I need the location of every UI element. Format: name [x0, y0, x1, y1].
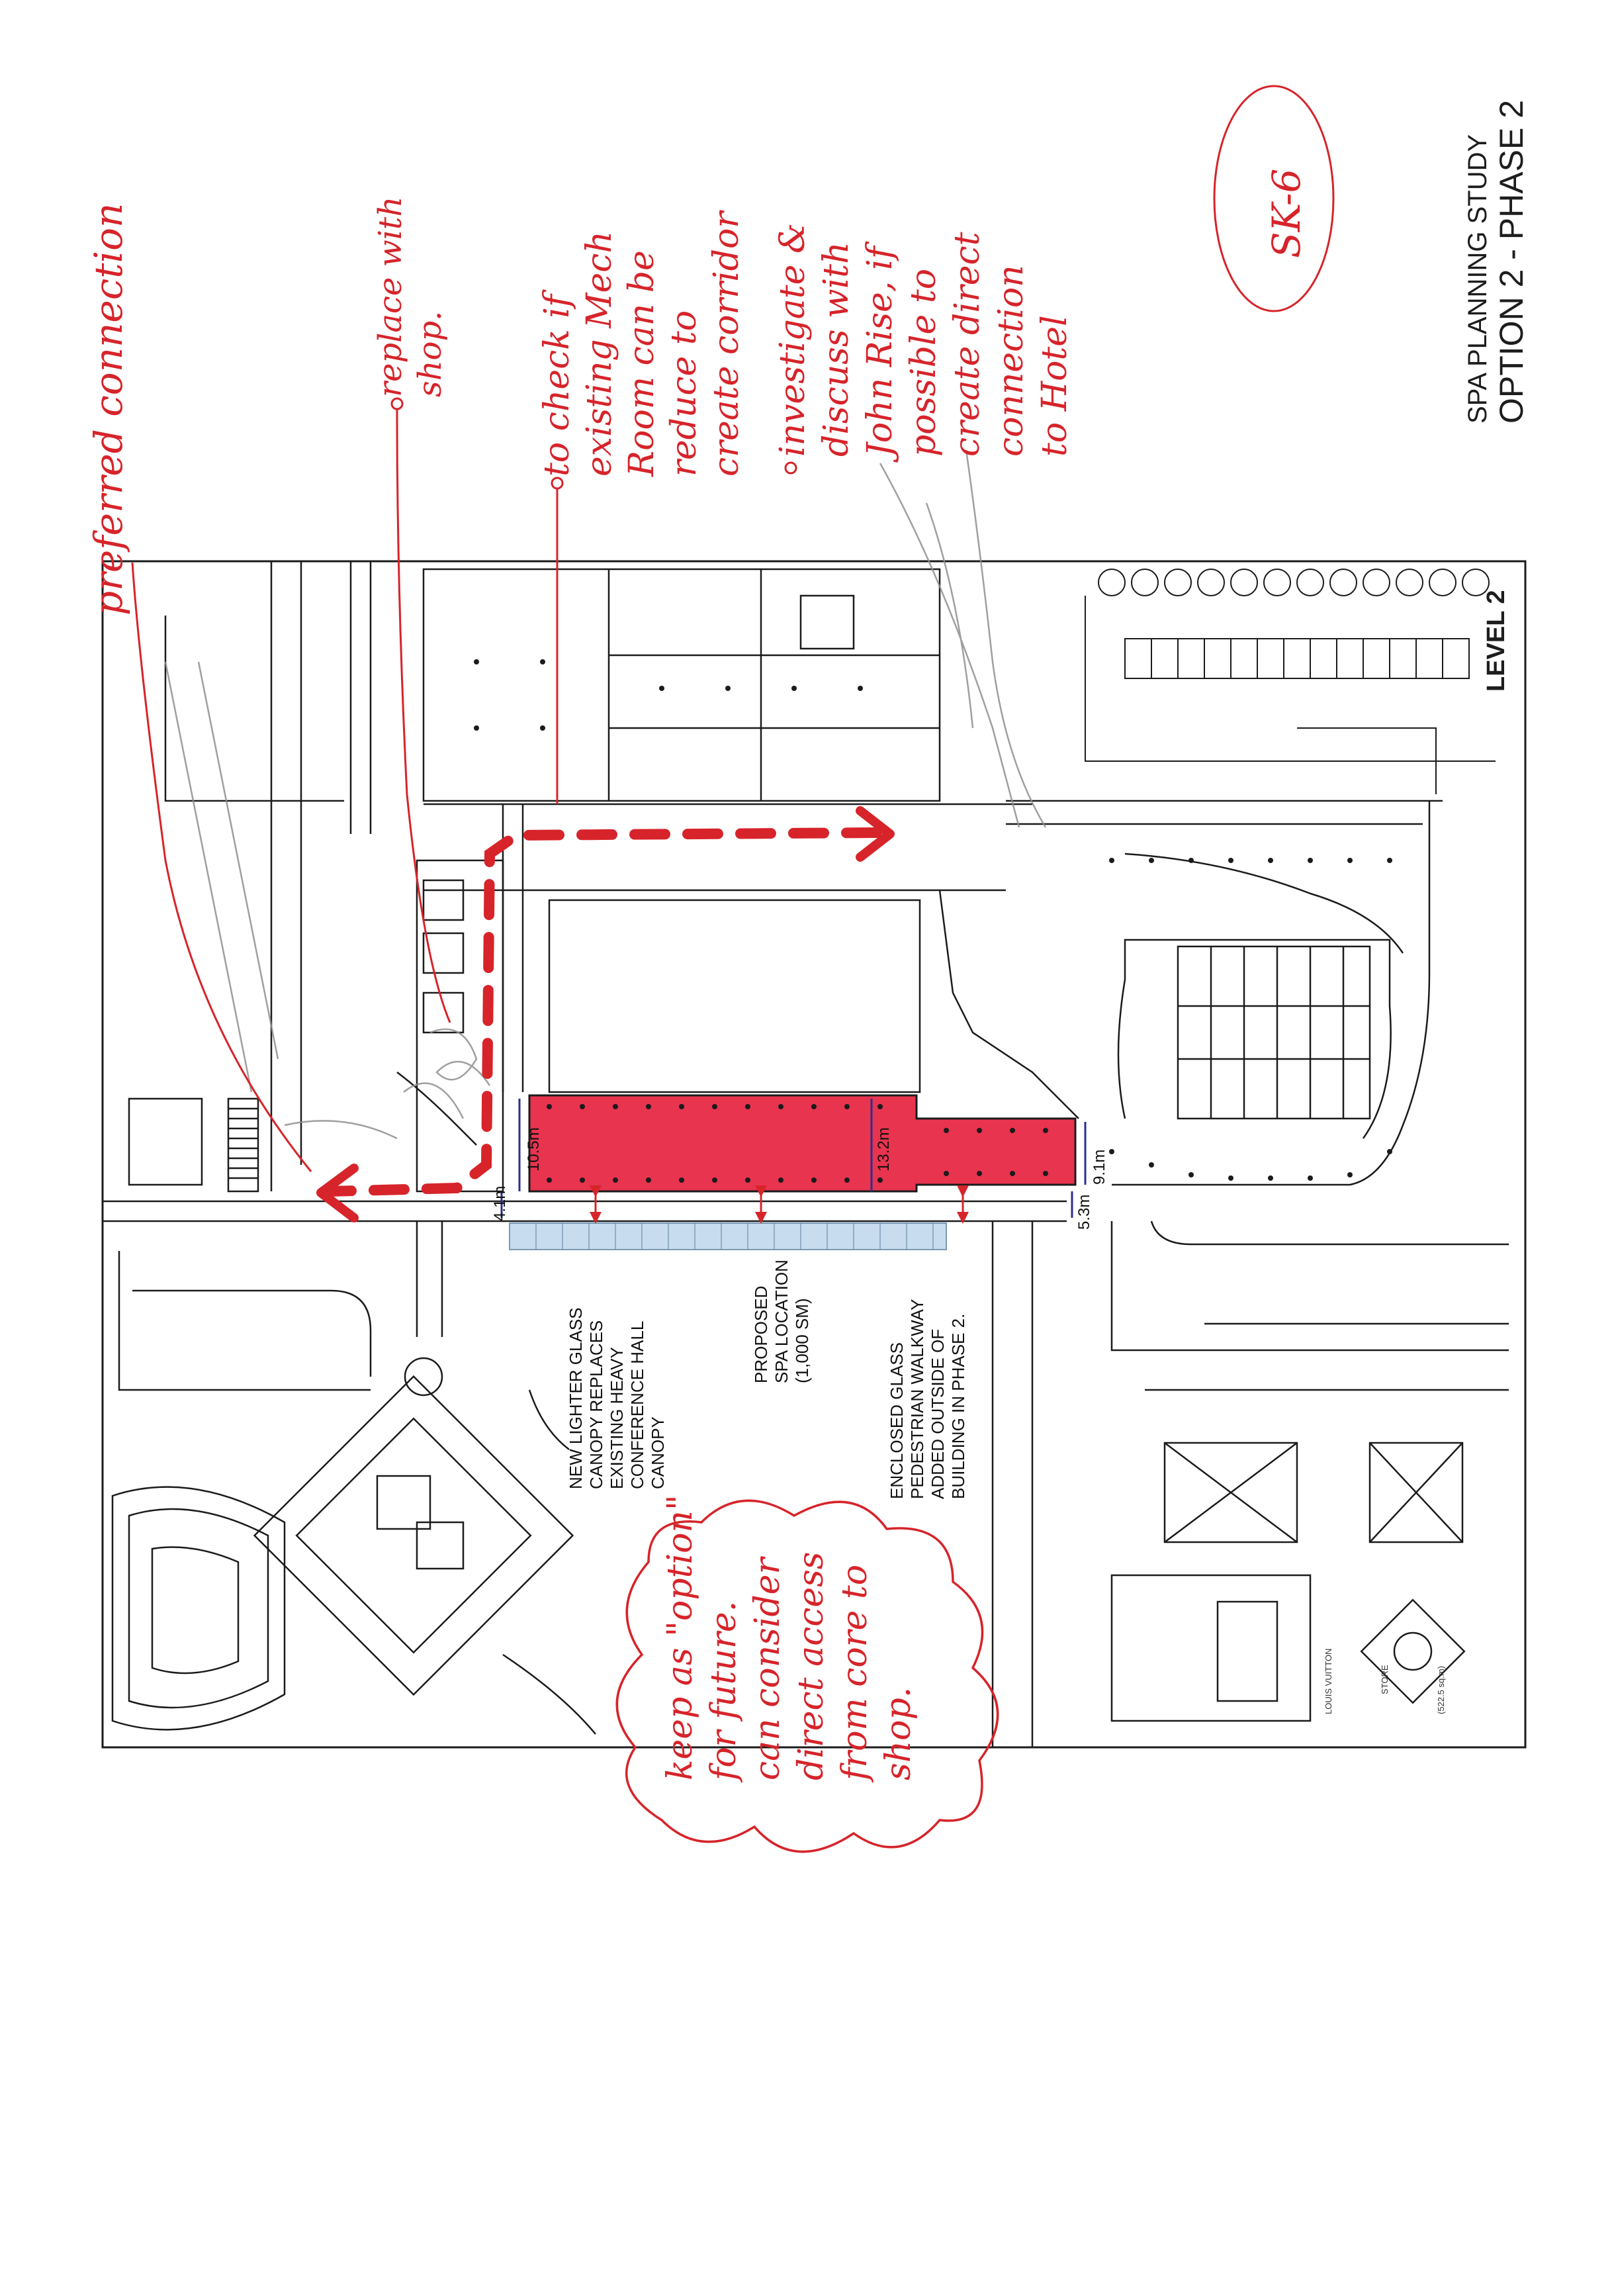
sheet-number: SK-6 — [1264, 168, 1309, 258]
parking-and-stairs — [128, 561, 477, 1193]
glass-canopy-strip — [509, 1222, 947, 1250]
proposed-spa-zone — [528, 1094, 1077, 1193]
column-dots — [474, 659, 1392, 1181]
walkway-arrows — [590, 1185, 969, 1224]
dimension-5-3m: 5.3m — [1075, 1194, 1093, 1230]
dimension-lines — [500, 1099, 1087, 1218]
level-label: LEVEL 2 — [1482, 590, 1510, 692]
dimension-9-1m: 9.1m — [1091, 1149, 1108, 1185]
dimension-4-1m: 4.1m — [491, 1185, 509, 1221]
roads-and-store — [991, 1220, 1509, 1747]
pencil-sketch — [164, 449, 1047, 1140]
spa-column-grid — [547, 1104, 1048, 1183]
preferred-connection-route — [326, 827, 882, 1197]
route-arrowhead-left-icon — [316, 1164, 359, 1222]
dimension-10-5m: 10.5m — [525, 1127, 543, 1171]
trees-and-parking — [1085, 569, 1496, 794]
tower-and-arena — [111, 1251, 596, 1735]
store-label: STORE — [1380, 1665, 1390, 1694]
annotation-leaders — [131, 85, 1335, 1172]
option-title: OPTION 2 - PHASE 2 — [1493, 99, 1530, 424]
study-title: SPA PLANNING STUDY — [1463, 134, 1492, 424]
walkway-corridor — [103, 1200, 1067, 1337]
preferred-connection-note: preferred connection — [86, 203, 131, 616]
vuitton-label: LOUIS VUITTON — [1323, 1648, 1333, 1714]
plan-frame — [101, 560, 1527, 1749]
note-cloud — [615, 1499, 999, 1853]
area-label: (522.5 sq.m) — [1436, 1666, 1446, 1714]
title-block: SPA PLANNING STUDY OPTION 2 - PHASE 2 — [1462, 100, 1530, 424]
dimension-13-2m: 13.2m — [875, 1127, 893, 1171]
route-arrowhead-right-icon — [856, 806, 895, 862]
building-linework — [416, 568, 1443, 1193]
